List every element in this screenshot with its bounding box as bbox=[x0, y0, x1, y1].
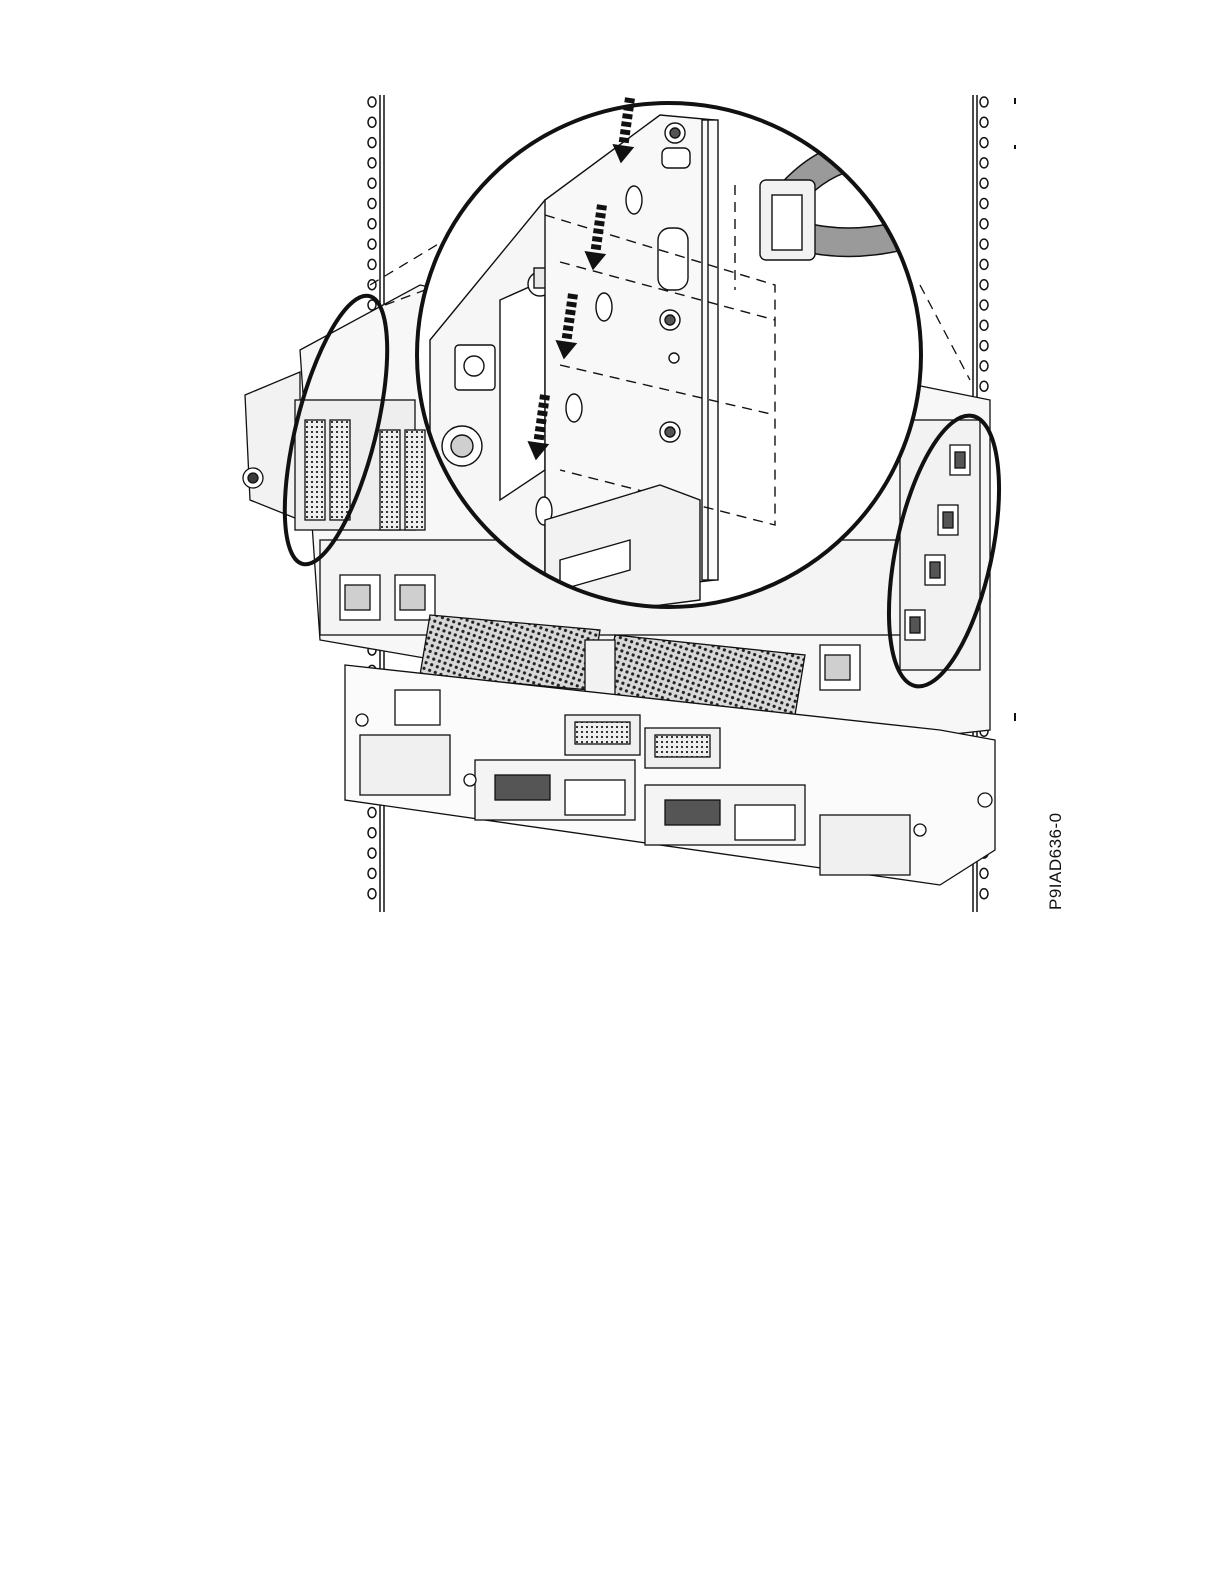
rack-hole bbox=[368, 259, 376, 269]
rack-hole bbox=[980, 300, 988, 310]
rack-hole bbox=[368, 138, 376, 148]
rack-hole bbox=[980, 219, 988, 229]
rack-hole bbox=[368, 868, 376, 878]
rack-hole bbox=[980, 361, 988, 371]
rack-hole bbox=[980, 280, 988, 290]
figure-id-label: P9IAD636-0 bbox=[1046, 812, 1066, 910]
rack-hole bbox=[368, 219, 376, 229]
rack-hole bbox=[980, 158, 988, 168]
rack-hole bbox=[980, 239, 988, 249]
rack-hole bbox=[980, 178, 988, 188]
rack-hole bbox=[368, 158, 376, 168]
rack-hole bbox=[368, 808, 376, 818]
rack-hole bbox=[980, 381, 988, 391]
rack-hole bbox=[368, 239, 376, 249]
rack-hole bbox=[980, 97, 988, 107]
rack-hole bbox=[980, 259, 988, 269]
rack-hole bbox=[368, 848, 376, 858]
rack-hole bbox=[980, 868, 988, 878]
rack-hole bbox=[980, 117, 988, 127]
rack-hole bbox=[368, 178, 376, 188]
rack-hole bbox=[980, 320, 988, 330]
rack-hole bbox=[368, 889, 376, 899]
rack-hole bbox=[368, 199, 376, 209]
rack-hole bbox=[368, 117, 376, 127]
rack-hole bbox=[980, 138, 988, 148]
rack-hole bbox=[980, 199, 988, 209]
rack-hole bbox=[368, 97, 376, 107]
rack-hole bbox=[368, 828, 376, 838]
rack-hole bbox=[368, 280, 376, 290]
rack-hole bbox=[980, 341, 988, 351]
rack-hole bbox=[980, 889, 988, 899]
